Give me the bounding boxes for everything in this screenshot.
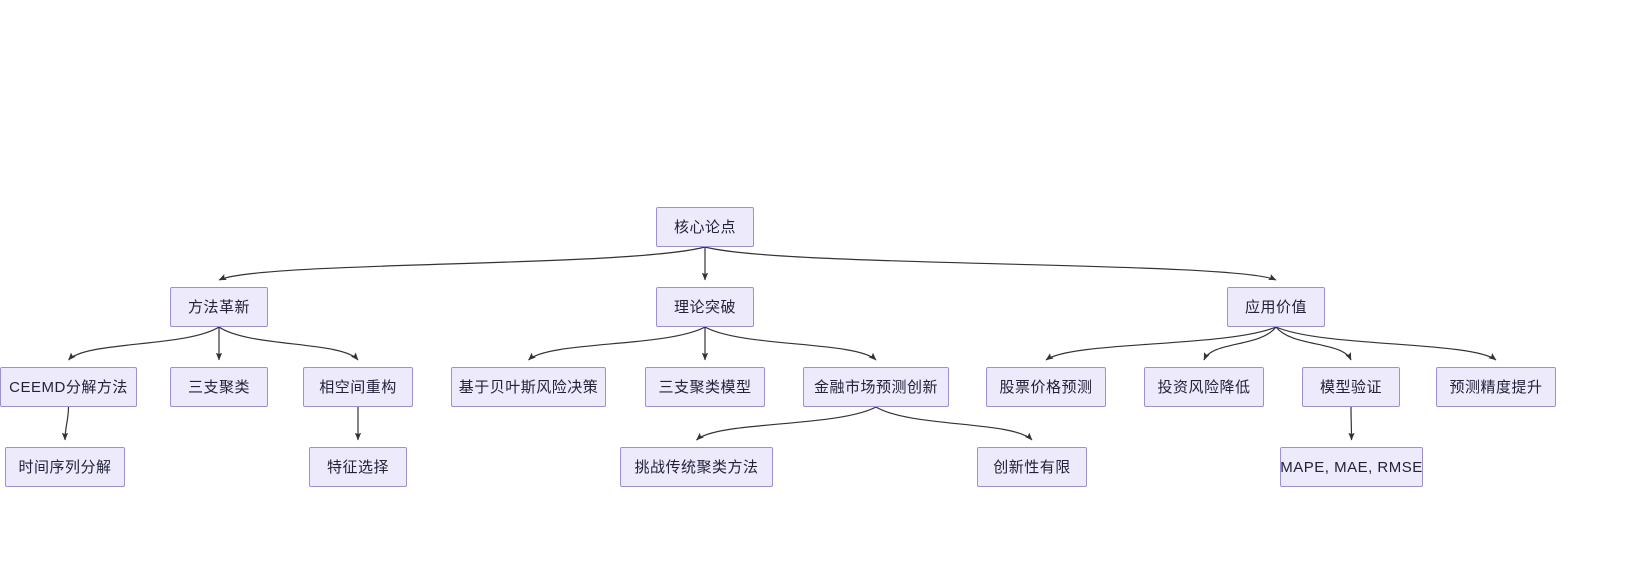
flowchart-node-l2c[interactable]: 应用价值 xyxy=(1227,287,1325,327)
flowchart-node-l4a2[interactable]: 特征选择 xyxy=(309,447,407,487)
flowchart-node-label: CEEMD分解方法 xyxy=(9,378,128,396)
flowchart-node-l2b[interactable]: 理论突破 xyxy=(656,287,754,327)
flowchart-node-l3c1[interactable]: 股票价格预测 xyxy=(986,367,1106,407)
flowchart-node-label: 股票价格预测 xyxy=(999,378,1093,396)
flowchart-node-l3c4[interactable]: 预测精度提升 xyxy=(1436,367,1556,407)
flowchart-node-root[interactable]: 核心论点 xyxy=(656,207,754,247)
flowchart-node-l4b2[interactable]: 创新性有限 xyxy=(977,447,1087,487)
flowchart-edge-l2c-to-l3c4 xyxy=(1275,326,1497,361)
flowchart-node-l4b1[interactable]: 挑战传统聚类方法 xyxy=(620,447,773,487)
flowchart-node-l3a1[interactable]: CEEMD分解方法 xyxy=(0,367,137,407)
flowchart-node-label: 方法革新 xyxy=(187,298,250,316)
flowchart-edge-l2c-to-l3c1 xyxy=(1045,326,1277,361)
flowchart-node-l3a3[interactable]: 相空间重构 xyxy=(303,367,413,407)
flowchart-edge-l2a-to-l3a3 xyxy=(218,326,359,361)
flowchart-node-label: 三支聚类模型 xyxy=(658,378,752,396)
flowchart-edge-l3a1-to-l4a1 xyxy=(61,406,70,441)
flowchart-node-label: 投资风险降低 xyxy=(1157,378,1251,396)
flowchart-node-label: 挑战传统聚类方法 xyxy=(634,458,759,476)
flowchart-edge-l3b3-to-l4b2 xyxy=(875,406,1033,441)
flowchart-edge-root-to-l2c xyxy=(704,246,1277,281)
flowchart-node-label: 理论突破 xyxy=(673,298,736,316)
flowchart-edge-root-to-l2a xyxy=(218,246,706,281)
flowchart-edge-l2c-to-l3c2 xyxy=(1203,326,1277,361)
flowchart-node-l3a2[interactable]: 三支聚类 xyxy=(170,367,268,407)
flowchart-edge-l3c3-to-l4c1 xyxy=(1348,406,1355,441)
flowchart-node-label: 创新性有限 xyxy=(993,458,1071,476)
flowchart-node-label: 时间序列分解 xyxy=(18,458,112,476)
flowchart-node-l3b2[interactable]: 三支聚类模型 xyxy=(645,367,765,407)
flowchart-node-label: 相空间重构 xyxy=(319,378,397,396)
flowchart-node-label: 三支聚类 xyxy=(187,378,250,396)
flowchart-node-l3c2[interactable]: 投资风险降低 xyxy=(1144,367,1264,407)
flowchart-node-label: 特征选择 xyxy=(326,458,389,476)
flowchart-node-l3b3[interactable]: 金融市场预测创新 xyxy=(803,367,949,407)
flowchart-node-l3c3[interactable]: 模型验证 xyxy=(1302,367,1400,407)
flowchart-node-l4a1[interactable]: 时间序列分解 xyxy=(5,447,125,487)
flowchart-node-label: 模型验证 xyxy=(1319,378,1382,396)
flowchart-edge-l2c-to-l3c3 xyxy=(1275,326,1352,361)
flowchart-node-label: 核心论点 xyxy=(673,218,736,236)
flowchart-node-label: MAPE, MAE, RMSE xyxy=(1280,458,1423,476)
flowchart-edge-l2a-to-l3a1 xyxy=(68,326,220,361)
flowchart-node-label: 金融市场预测创新 xyxy=(813,378,938,396)
flowchart-node-label: 预测精度提升 xyxy=(1449,378,1543,396)
flowchart-node-label: 基于贝叶斯风险决策 xyxy=(458,378,599,396)
flowchart-node-l4c1[interactable]: MAPE, MAE, RMSE xyxy=(1280,447,1423,487)
flowchart-edge-l2b-to-l3b3 xyxy=(704,326,877,361)
flowchart-edge-l3b3-to-l4b1 xyxy=(696,406,877,441)
flowchart-node-l2a[interactable]: 方法革新 xyxy=(170,287,268,327)
flowchart-node-l3b1[interactable]: 基于贝叶斯风险决策 xyxy=(451,367,606,407)
flowchart-edge-l2b-to-l3b1 xyxy=(528,326,706,361)
flowchart-node-label: 应用价值 xyxy=(1244,298,1307,316)
